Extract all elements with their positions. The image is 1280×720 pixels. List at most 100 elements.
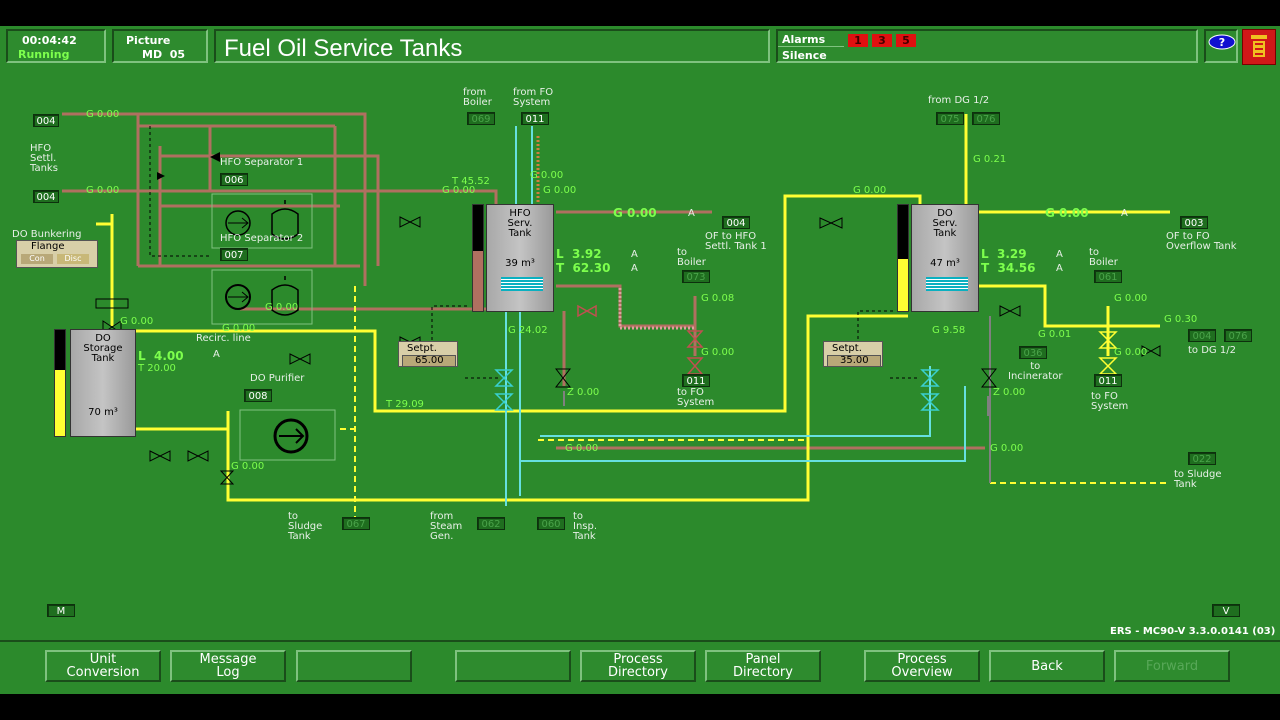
do-storage-tank-name: DO Storage Tank xyxy=(83,333,123,364)
title-box: Fuel Oil Service Tanks xyxy=(214,29,770,63)
hfo-serv-tank-volume: 39 m³ xyxy=(505,258,535,269)
tag-004-e[interactable]: 004 xyxy=(1188,329,1216,342)
hfo-separator-2-label: HFO Separator 2 xyxy=(220,233,304,244)
flow-g-hfo-settl-1: G 0.00 xyxy=(86,109,120,120)
do-serv-tank-name: DO Serv. Tank xyxy=(932,208,958,239)
from-steam-gen-label: from Steam Gen. xyxy=(430,511,463,542)
flow-steam-return: G 0.00 xyxy=(565,443,599,454)
alarm-count-2[interactable]: 3 xyxy=(872,34,892,47)
do-bunkering-label: DO Bunkering xyxy=(12,229,82,240)
process-overview-button[interactable]: Process Overview xyxy=(864,650,980,682)
tag-007[interactable]: 007 xyxy=(220,248,248,261)
auto-mode-do-storage[interactable]: A xyxy=(213,349,220,360)
tag-008[interactable]: 008 xyxy=(244,389,272,402)
of-to-hfo-label: OF to HFO Settl. Tank 1 xyxy=(705,231,767,252)
tag-004-a[interactable]: 004 xyxy=(33,114,59,127)
flow-separator-outlet: G 0.00 xyxy=(442,185,476,196)
flow-from-dg: G 0.21 xyxy=(973,154,1007,165)
tag-006[interactable]: 006 xyxy=(220,173,248,186)
to-incinerator-label: to Incinerator xyxy=(1008,361,1063,382)
do-purifier-label: DO Purifier xyxy=(250,373,305,384)
auto-mode-hfo-level[interactable]: A xyxy=(631,249,638,260)
do-serv-level-bar xyxy=(897,204,909,312)
clock: 00:04:42 xyxy=(22,34,77,47)
picture-label: Picture xyxy=(126,34,171,47)
tag-067[interactable]: 067 xyxy=(342,517,370,530)
tag-076-right[interactable]: 076 xyxy=(1224,329,1252,342)
tag-v[interactable]: V xyxy=(1212,604,1240,617)
tag-075[interactable]: 075 xyxy=(936,112,964,125)
tag-011-left[interactable]: 011 xyxy=(682,374,710,387)
blank-button-1[interactable] xyxy=(296,650,412,682)
do-serv-tank[interactable]: DO Serv. Tank 47 m³ xyxy=(911,204,979,312)
do-serv-tank-volume: 47 m³ xyxy=(930,258,960,269)
company-crest-icon xyxy=(1242,29,1276,65)
to-sludge-tank-right-label: to Sludge Tank xyxy=(1174,469,1222,490)
flange-label: Flange xyxy=(31,241,65,252)
auto-mode-do-temp[interactable]: A xyxy=(1056,263,1063,274)
tag-022[interactable]: 022 xyxy=(1188,452,1216,465)
hfo-serv-tank-name: HFO Serv. Tank xyxy=(507,208,533,239)
run-status: Running xyxy=(18,48,70,61)
alarm-count-1[interactable]: 1 xyxy=(848,34,868,47)
alarms-button[interactable]: Alarms xyxy=(782,33,826,46)
to-fo-system-left-label: to FO System xyxy=(677,387,715,408)
flow-hfo-steam: G 24.02 xyxy=(508,325,548,336)
time-status-box: 00:04:42 Running xyxy=(6,29,106,63)
auto-mode-do-level[interactable]: A xyxy=(1056,249,1063,260)
alarm-count-3[interactable]: 5 xyxy=(896,34,916,47)
tag-011-right[interactable]: 011 xyxy=(1094,374,1122,387)
picture-box: Picture MD 05 xyxy=(112,29,208,63)
to-fo-system-right-label: to FO System xyxy=(1091,391,1129,412)
flow-hfo-fo-in: G 0.00 xyxy=(530,170,564,181)
tag-073[interactable]: 073 xyxy=(682,270,710,283)
blank-button-2[interactable] xyxy=(455,650,571,682)
alarm-box: Alarms Silence 1 3 5 xyxy=(776,29,1198,63)
help-button[interactable]: ? xyxy=(1204,29,1238,63)
to-dg-label: to DG 1/2 xyxy=(1188,345,1236,356)
tag-061[interactable]: 061 xyxy=(1094,270,1122,283)
tag-003[interactable]: 003 xyxy=(1180,216,1208,229)
auto-mode-do-overflow[interactable]: A xyxy=(1121,208,1128,219)
hfo-setpoint[interactable]: Setpt. 65.00 xyxy=(398,341,458,367)
tag-036[interactable]: 036 xyxy=(1019,346,1047,359)
tag-004-c[interactable]: 004 xyxy=(722,216,750,229)
bunkering-flange-panel[interactable]: Flange Con Disc xyxy=(16,240,98,268)
tag-076-top[interactable]: 076 xyxy=(972,112,1000,125)
tag-004-b[interactable]: 004 xyxy=(33,190,59,203)
tag-062[interactable]: 062 xyxy=(477,517,505,530)
page-title: Fuel Oil Service Tanks xyxy=(224,35,463,62)
tag-m[interactable]: M xyxy=(47,604,75,617)
hfo-serv-tank[interactable]: HFO Serv. Tank 39 m³ xyxy=(486,204,554,312)
do-storage-tank[interactable]: DO Storage Tank 70 m³ xyxy=(70,329,136,437)
hfo-separator-1-label: HFO Separator 1 xyxy=(220,157,304,168)
auto-mode-hfo-overflow[interactable]: A xyxy=(688,208,695,219)
to-insp-tank-label: to Insp. Tank xyxy=(573,511,598,542)
unit-conversion-button[interactable]: Unit Conversion xyxy=(45,650,161,682)
flange-con-button[interactable]: Con xyxy=(21,254,53,264)
tag-069[interactable]: 069 xyxy=(467,112,495,125)
flange-disc-button[interactable]: Disc xyxy=(57,254,89,264)
hfo-level-bar xyxy=(472,204,484,312)
flow-to-boiler-left: G 0.08 xyxy=(701,293,735,304)
do-serv-tank-temp: T 34.56 xyxy=(981,261,1036,275)
flow-purifier-drain: G 0.00 xyxy=(231,461,265,472)
silence-button[interactable]: Silence xyxy=(782,49,827,62)
auto-mode-hfo-temp[interactable]: A xyxy=(631,263,638,274)
panel-directory-button[interactable]: Panel Directory xyxy=(705,650,821,682)
do-storage-level: L 4.00 xyxy=(138,349,184,363)
forward-button[interactable]: Forward xyxy=(1114,650,1230,682)
to-boiler-left-label: to Boiler xyxy=(677,247,706,268)
back-button[interactable]: Back xyxy=(989,650,1105,682)
flow-to-boiler-right: G 0.00 xyxy=(1114,293,1148,304)
message-log-button[interactable]: Message Log xyxy=(170,650,286,682)
process-directory-button[interactable]: Process Directory xyxy=(580,650,696,682)
do-storage-temp: T 20.00 xyxy=(138,363,176,374)
tag-060[interactable]: 060 xyxy=(537,517,565,530)
hfo-setpt-label: Setpt. xyxy=(407,343,437,354)
tag-011-top[interactable]: 011 xyxy=(521,112,549,125)
hfo-tank-temp: T 62.30 xyxy=(556,261,611,275)
app-window: 00:04:42 Running Picture MD 05 Fuel Oil … xyxy=(0,26,1280,694)
do-setpoint[interactable]: Setpt. 35.00 xyxy=(823,341,883,367)
to-boiler-right-label: to Boiler xyxy=(1089,247,1118,268)
